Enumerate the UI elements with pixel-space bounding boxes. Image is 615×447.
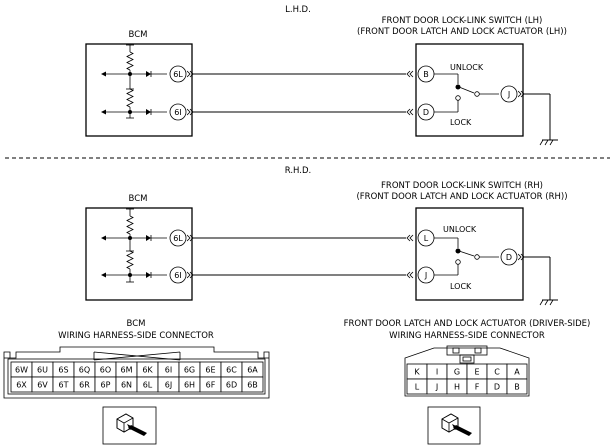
lhd-bcm-pin-6l: 6L xyxy=(173,70,183,79)
rhd-switch-pin-l: L xyxy=(424,234,429,243)
bcm-connector-pin-6w: 6W xyxy=(15,366,28,375)
bcm-connector-pin-6x: 6X xyxy=(16,381,27,390)
rhd-lock-label: LOCK xyxy=(450,282,472,291)
bcm-connector-pin-6b: 6B xyxy=(247,381,258,390)
bcm-connector-pin-6g: 6G xyxy=(184,366,195,375)
lhd-switch-contacts xyxy=(434,73,499,113)
lhd-label: L.H.D. xyxy=(285,5,311,15)
rhd-switch-pin-d-circle xyxy=(500,248,518,266)
lhd-switch-pin-d: D xyxy=(423,108,429,117)
actuator-connector-pin-f: F xyxy=(475,383,480,392)
lhd-bcm-pin-6i: 6I xyxy=(174,108,181,117)
bcm-connector-pin-6p: 6P xyxy=(101,381,111,390)
lhd-switch-pin-b: B xyxy=(423,70,429,79)
lhd-section: L.H.D. FRONT DOOR LOCK-LINK SWITCH (LH) … xyxy=(85,5,567,146)
rhd-bcm-pin-6l-circle xyxy=(169,229,187,247)
bcm-connector-title-2: WIRING HARNESS-SIDE CONNECTOR xyxy=(58,331,214,341)
bcm-connector-pin-6h: 6H xyxy=(184,381,195,390)
bcm-connector-pin-6u: 6U xyxy=(37,366,48,375)
actuator-connector-pin-h: H xyxy=(454,383,460,392)
bcm-connector-pin-6v: 6V xyxy=(37,381,48,390)
rhd-bcm-box xyxy=(85,207,193,301)
bcm-connector-pin-6i: 6I xyxy=(165,366,172,375)
actuator-connector-pin-l: L xyxy=(415,383,420,392)
bcm-connector-pin-6n: 6N xyxy=(121,381,132,390)
rhd-section: R.H.D. FRONT DOOR LOCK-LINK SWITCH (RH) … xyxy=(85,166,568,306)
actuator-connector-section: FRONT DOOR LATCH AND LOCK ACTUATOR (DRIV… xyxy=(344,319,591,445)
bcm-connector-pin-6d: 6D xyxy=(226,381,237,390)
lhd-bcm-label: BCM xyxy=(129,30,148,40)
lhd-ground-icon xyxy=(524,93,558,146)
actuator-connector-grid: K I G E C A L J H F D B xyxy=(406,363,528,395)
harness-side-connector-view-icon-bcm xyxy=(102,406,157,445)
rhd-switch-pin-d: D xyxy=(506,253,512,262)
bcm-connector-pin-6m: 6M xyxy=(121,366,133,375)
bcm-connector-pin-6k: 6K xyxy=(142,366,153,375)
bcm-connector-pin-6j: 6J xyxy=(165,381,172,390)
lhd-switch-label-2: (FRONT DOOR LATCH AND LOCK ACTUATOR (LH)… xyxy=(357,27,567,37)
rhd-switch-label-1: FRONT DOOR LOCK-LINK SWITCH (RH) xyxy=(381,181,543,191)
rhd-unlock-label: UNLOCK xyxy=(443,225,477,234)
actuator-connector-pin-d: D xyxy=(494,383,500,392)
bcm-connector-pin-6s: 6S xyxy=(58,366,68,375)
bcm-connector-pin-6l: 6L xyxy=(143,381,153,390)
lhd-switch-label-1: FRONT DOOR LOCK-LINK SWITCH (LH) xyxy=(382,16,543,26)
rhd-bcm-pin-6i-circle xyxy=(169,266,187,284)
actuator-connector-pin-b: B xyxy=(514,383,520,392)
bcm-connector-pin-6o: 6O xyxy=(100,366,111,375)
actuator-connector-pin-e: E xyxy=(474,368,479,377)
lhd-bcm-pin-6l-circle xyxy=(169,65,187,83)
bcm-connector-pin-6c: 6C xyxy=(226,366,237,375)
rhd-switch-pin-j: J xyxy=(424,271,427,280)
actuator-connector-pin-i: I xyxy=(436,368,438,377)
rhd-bcm-pin-6l: 6L xyxy=(173,234,183,243)
actuator-connector-housing xyxy=(404,347,530,397)
lhd-lock-label: LOCK xyxy=(450,118,472,127)
actuator-connector-title-1: FRONT DOOR LATCH AND LOCK ACTUATOR (DRIV… xyxy=(344,319,591,329)
rhd-bcm-pin-6i: 6I xyxy=(174,271,181,280)
actuator-connector-pin-a: A xyxy=(514,368,520,377)
rhd-switch-contacts xyxy=(434,237,499,276)
bcm-connector-cell xyxy=(241,376,264,393)
rhd-bcm-internal-circuit xyxy=(101,208,167,283)
actuator-connector-pin-j: J xyxy=(435,383,438,392)
harness-side-connector-view-icon-actuator xyxy=(427,406,481,445)
rhd-ground-icon xyxy=(524,256,558,306)
actuator-connector-pin-c: C xyxy=(494,368,500,377)
bcm-connector-title-1: BCM xyxy=(127,319,146,329)
bcm-connector-pin-6q: 6Q xyxy=(79,366,90,375)
rhd-switch-box xyxy=(415,207,524,301)
lhd-bcm-internal-circuit xyxy=(101,44,167,119)
lhd-unlock-label: UNLOCK xyxy=(450,63,484,72)
rhd-label: R.H.D. xyxy=(285,166,312,176)
bcm-connector-pin-6r: 6R xyxy=(79,381,90,390)
bcm-connector-pin-6a: 6A xyxy=(247,366,258,375)
bcm-connector-pin-6e: 6E xyxy=(205,366,215,375)
bcm-connector-section: BCM WIRING HARNESS-SIDE CONNECTOR 6W 6U 6S… xyxy=(3,319,270,445)
lhd-bcm-box xyxy=(85,43,193,137)
actuator-connector-cell xyxy=(506,378,528,395)
bcm-connector-pin-6t: 6T xyxy=(59,381,69,390)
lhd-switch-box xyxy=(415,43,524,137)
lhd-bcm-pin-6i-circle xyxy=(169,103,187,121)
bcm-connector-pin-6f: 6F xyxy=(206,381,216,390)
bcm-connector-housing xyxy=(3,346,270,399)
rhd-switch-label-2: (FRONT DOOR LATCH AND LOCK ACTUATOR (RH)… xyxy=(356,192,567,202)
lhd-switch-pin-j: J xyxy=(507,90,510,99)
rhd-bcm-label: BCM xyxy=(129,194,148,204)
lhd-switch-pin-j-circle xyxy=(500,85,518,103)
bcm-connector-grid: 6W 6U 6S 6Q 6O 6M 6K 6I 6G 6E 6C 6A 6X 6V 6T 6R 6P 6N 6L 6J… xyxy=(10,361,264,393)
actuator-connector-pin-k: K xyxy=(414,368,420,377)
actuator-connector-pin-g: G xyxy=(454,368,460,377)
actuator-connector-title-2: WIRING HARNESS-SIDE CONNECTOR xyxy=(389,331,545,341)
